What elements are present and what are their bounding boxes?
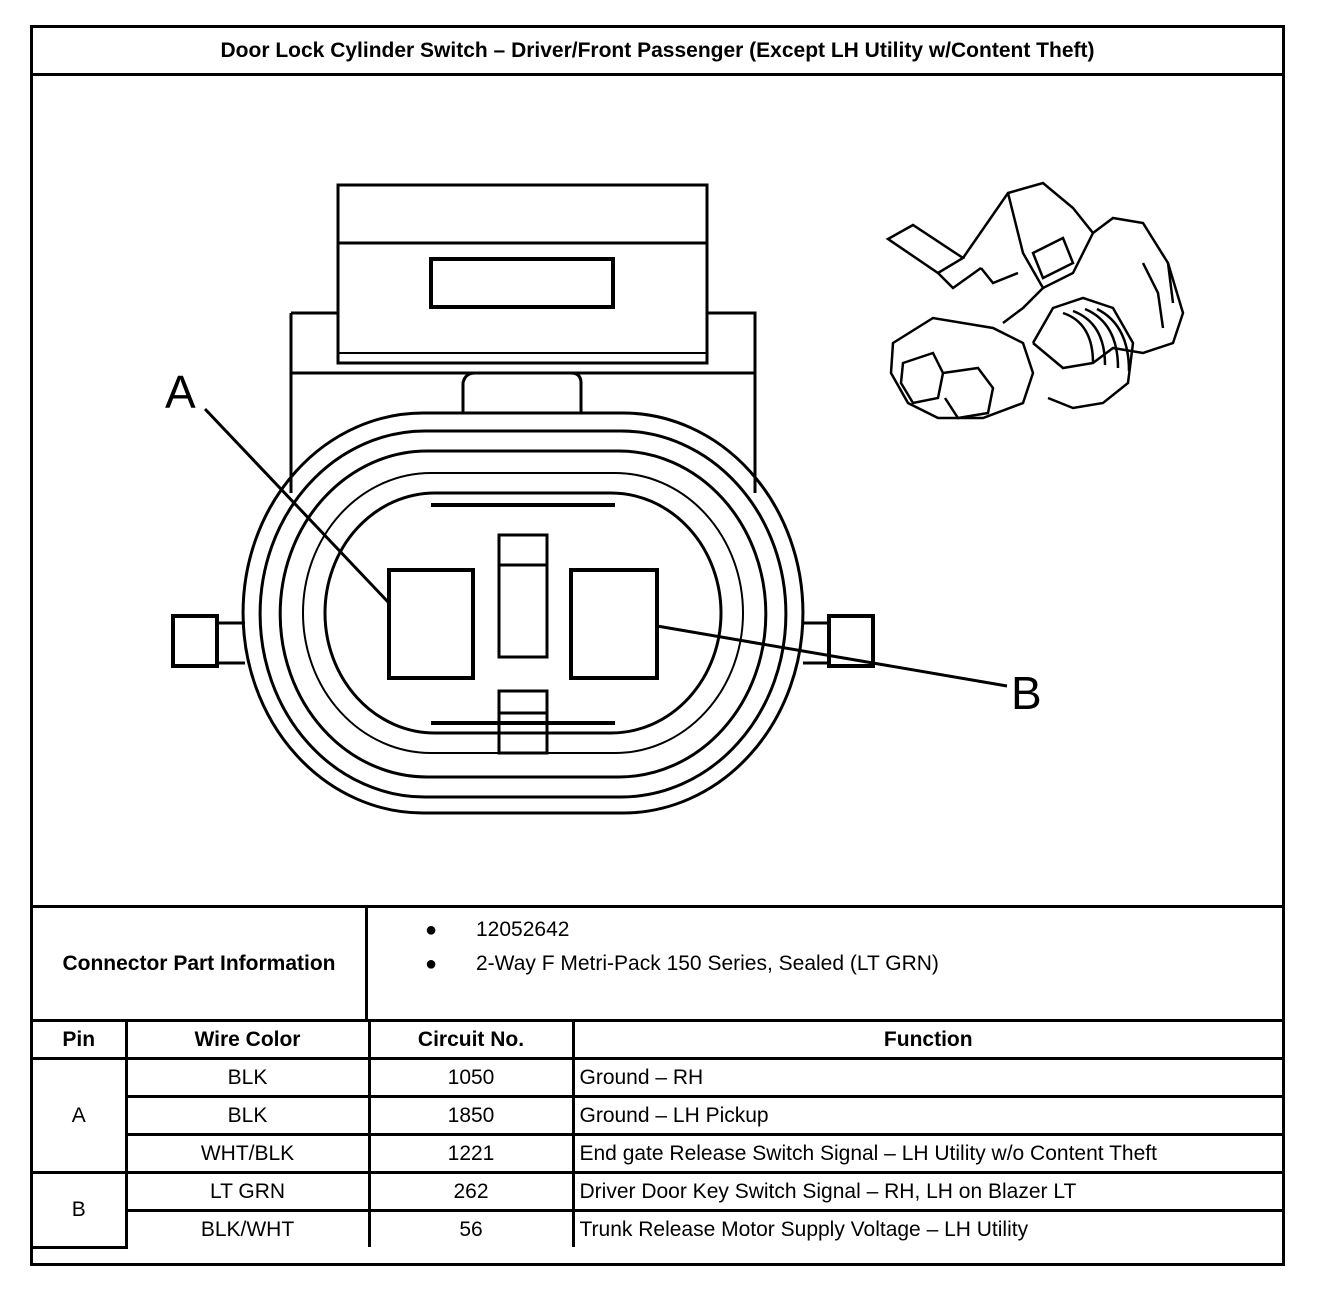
function-cell: Ground – LH Pickup <box>571 1095 1282 1136</box>
header-wire-color: Wire Color <box>124 1022 371 1060</box>
connector-part-info: Connector Part Information ● 12052642 ● 2-… <box>33 905 1282 1022</box>
list-item: ● 2-Way F Metri-Pack 150 Series, Sealed (… <box>373 952 939 988</box>
wire-color-cell: WHT/BLK <box>124 1133 371 1174</box>
wire-color-cell: LT GRN <box>124 1171 371 1212</box>
table-header-row: Pin Wire Color Circuit No. Function <box>33 1022 1282 1060</box>
bullet-icon: ● <box>425 919 438 941</box>
circuit-cell: 1850 <box>367 1095 575 1136</box>
connector-face-drawing: A B <box>165 181 1185 815</box>
wire-color-cell: BLK <box>124 1057 371 1098</box>
table-row: B LT GRN 262 Driver Door Key Switch Sign… <box>33 1171 1282 1249</box>
pin-cell: B <box>33 1171 128 1249</box>
pin-table: Pin Wire Color Circuit No. Function A BL… <box>33 1022 1282 1249</box>
bullet-icon: ● <box>425 953 438 975</box>
function-cell: Ground – RH <box>571 1057 1282 1098</box>
circuit-cell: 1221 <box>367 1133 575 1174</box>
wire-color-cell: BLK <box>124 1095 371 1136</box>
pin-cell: A <box>33 1057 128 1174</box>
table-row: BLK 1850 Ground – LH Pickup <box>33 1095 1282 1136</box>
connector-isometric-drawing <box>885 181 1185 420</box>
connector-figure: A B <box>33 73 1282 905</box>
callout-label-b: B <box>1011 667 1042 719</box>
circuit-cell: 56 <box>367 1209 575 1247</box>
connector-description: 2-Way F Metri-Pack 150 Series, Sealed (L… <box>476 952 939 975</box>
connector-sheet: Door Lock Cylinder Switch – Driver/Front… <box>30 25 1285 1266</box>
table-row: A BLK 1050 Ground – RH <box>33 1057 1282 1174</box>
function-cell: Trunk Release Motor Supply Voltage – LH … <box>571 1209 1282 1247</box>
connector-info-list: ● 12052642 ● 2-Way F Metri-Pack 150 Series… <box>373 918 939 988</box>
circuit-cell: 262 <box>367 1171 575 1212</box>
function-cell: Driver Door Key Switch Signal – RH, LH o… <box>571 1171 1282 1212</box>
table-row: WHT/BLK 1221 End gate Release Switch Sig… <box>33 1133 1282 1174</box>
header-function: Function <box>571 1022 1282 1060</box>
header-pin: Pin <box>33 1022 128 1060</box>
function-cell: End gate Release Switch Signal – LH Util… <box>571 1133 1282 1174</box>
circuit-cell: 1050 <box>367 1057 575 1098</box>
callout-label-a: A <box>165 366 196 418</box>
table-row: BLK/WHT 56 Trunk Release Motor Supply Vo… <box>33 1209 1282 1247</box>
part-number: 12052642 <box>476 918 570 941</box>
list-item: ● 12052642 <box>373 918 939 954</box>
page-title: Door Lock Cylinder Switch – Driver/Front… <box>33 28 1282 76</box>
wire-color-cell: BLK/WHT <box>124 1209 371 1247</box>
connector-info-label: Connector Part Information <box>33 908 368 1019</box>
header-circuit-no: Circuit No. <box>367 1022 575 1060</box>
